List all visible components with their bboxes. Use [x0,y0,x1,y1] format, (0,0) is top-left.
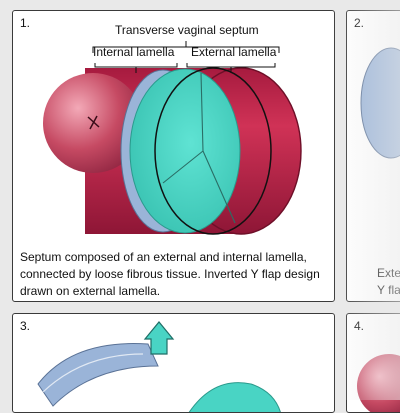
septum-label: Transverse vaginal septum [115,23,259,37]
panel-4-illustration [357,354,400,412]
external-lamella [129,68,241,234]
caption-line: Exte [377,266,400,280]
external-lamella-label: External lamella [191,45,277,59]
flap-left [37,343,159,407]
external-bracket [186,63,276,68]
panel-2-caption: Exte Y fla [377,265,400,299]
inverted-y-flap [162,72,236,224]
panel-number: 3. [20,319,31,333]
flap-reflection [42,353,144,393]
panel-1-caption: Septum composed of an external and inter… [20,250,320,298]
cervix [357,354,400,412]
panel-2-illustration [360,47,400,159]
septum-illustration [43,41,302,235]
panel-4: 4. [346,313,400,413]
internal-lamella [360,47,400,159]
panel-1: 1. [12,10,335,302]
caption-line: Y fla [377,283,400,297]
cervical-os [87,115,100,130]
lamella-outline [154,67,272,235]
panel-3-illustration [37,321,281,412]
panel-3: 3. [12,313,335,413]
up-arrow-icon [143,321,175,355]
panel-2: 2. Exte Y fla [346,10,400,302]
internal-lamella-label: Internal lamella [93,45,175,59]
internal-bracket [94,63,178,68]
panel-number: 1. [20,16,31,30]
flap-right [188,382,281,412]
